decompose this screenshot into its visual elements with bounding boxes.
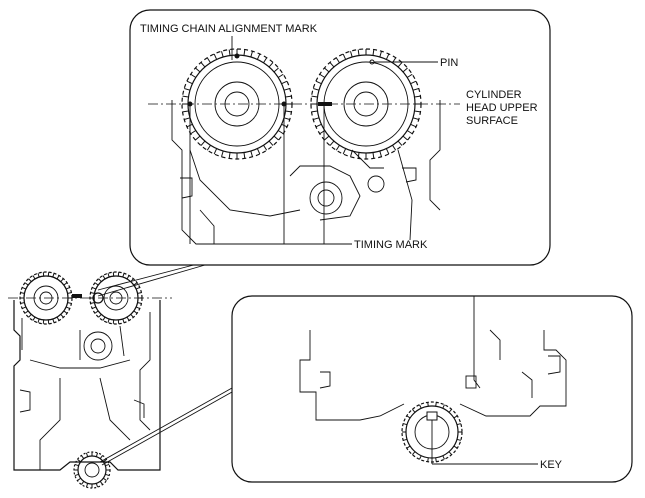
label-key: KEY <box>540 459 563 471</box>
sprocket-teeth <box>402 402 462 462</box>
bottom-callout <box>231 295 633 483</box>
sprocket-teeth <box>182 49 292 159</box>
label-cylinder-head-line3: SURFACE <box>466 115 518 127</box>
label-pin: PIN <box>440 57 458 69</box>
sprocket-teeth <box>90 272 142 324</box>
label-cylinder-head-line1: CYLINDER <box>466 89 522 101</box>
top-callout <box>129 9 551 266</box>
label-timing-mark: TIMING MARK <box>354 239 428 251</box>
top-callout-pointer <box>97 261 206 291</box>
bottom-callout-pointer <box>99 387 233 463</box>
timing-mark-bar <box>318 102 332 106</box>
mini-crank-sprocket <box>73 451 111 489</box>
label-timing-chain-alignment-mark: TIMING CHAIN ALIGNMENT MARK <box>140 23 318 35</box>
engine-front-view <box>8 271 172 489</box>
sprocket-teeth <box>20 272 72 324</box>
sprocket-teeth <box>311 49 421 159</box>
sprocket-teeth <box>74 452 110 488</box>
label-cylinder-head-line2: HEAD UPPER <box>466 102 538 114</box>
